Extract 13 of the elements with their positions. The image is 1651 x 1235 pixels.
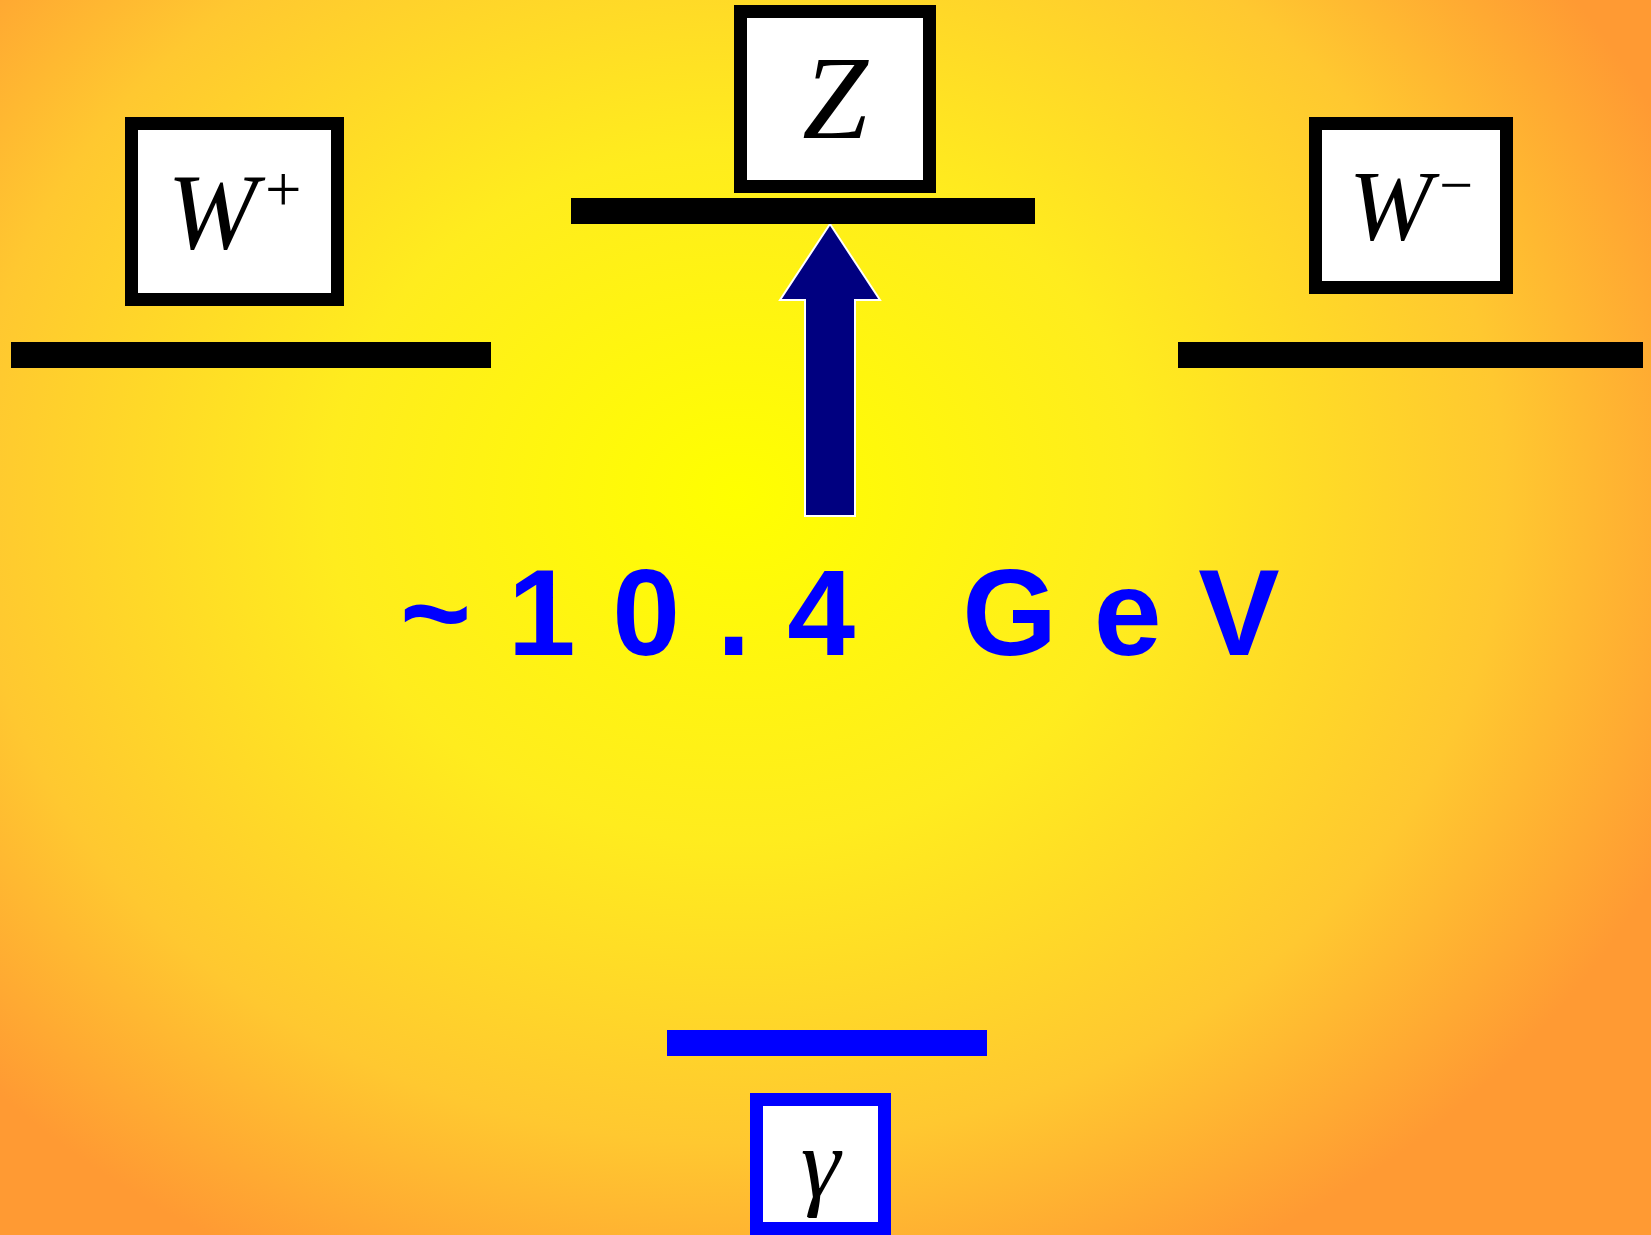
energy-level-bar (1178, 342, 1643, 368)
energy-gap-label: ~10.4 GeV (400, 552, 1317, 674)
energy-level-bar (667, 1030, 987, 1056)
particle-box (750, 1093, 891, 1235)
energy-level-bar (571, 198, 1035, 224)
particle-symbol: W$^{−}$ (1348, 154, 1474, 257)
energy-level-bar (11, 342, 491, 368)
arrow (778, 222, 882, 517)
particle-box (734, 5, 936, 193)
particle-symbol: W$^{+}$ (167, 157, 302, 266)
particle-box (1309, 117, 1513, 294)
particle-symbol: Z (802, 40, 868, 158)
particle-box (125, 117, 344, 306)
